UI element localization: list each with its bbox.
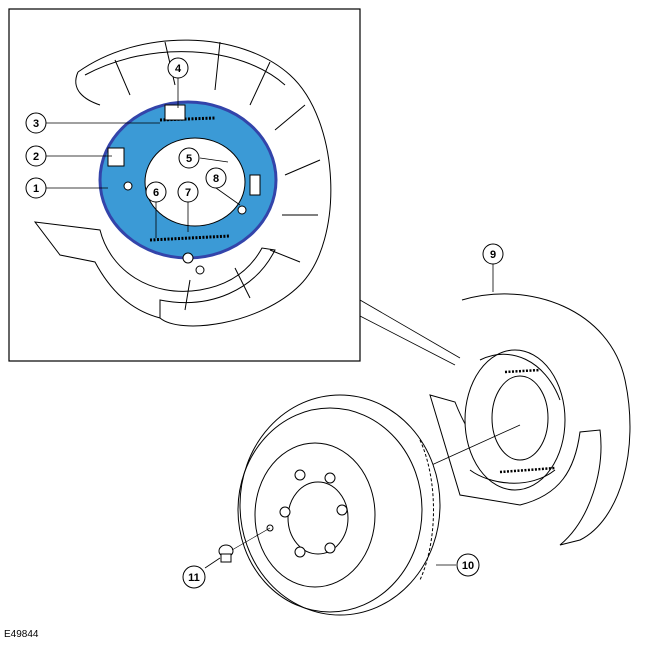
callout-4-label: 4 <box>175 63 182 75</box>
center-axis <box>424 424 521 469</box>
callout-6: 6 <box>145 181 167 203</box>
callout-7: 7 <box>177 181 199 203</box>
callout-7-label: 7 <box>185 187 191 199</box>
inset-connector-lines <box>359 299 461 366</box>
callout-3-label: 3 <box>33 118 39 130</box>
callout-1: 1 <box>25 177 47 199</box>
figure-id: E49844 <box>4 629 39 640</box>
callout-11-label: 11 <box>188 572 200 584</box>
callout-8-label: 8 <box>213 173 219 185</box>
retaining-screw <box>218 544 234 563</box>
callout-2: 2 <box>25 145 47 167</box>
callout-6-label: 6 <box>153 187 159 199</box>
callout-1-label: 1 <box>33 183 39 195</box>
callout-9: 9 <box>482 243 504 265</box>
callout-11: 11 <box>182 565 206 589</box>
callout-10-label: 10 <box>462 560 474 572</box>
inset-brake-shoes <box>98 100 278 275</box>
hub-opening <box>144 137 246 227</box>
screw-axis <box>231 527 271 551</box>
callout-5: 5 <box>178 147 200 169</box>
callout-5-label: 5 <box>186 153 192 165</box>
inset-leader-lines <box>46 78 241 238</box>
backing-plate-assembly <box>429 293 631 546</box>
callout-10: 10 <box>456 553 480 577</box>
callout-9-label: 9 <box>490 249 496 261</box>
callout-2-label: 2 <box>33 151 39 163</box>
callout-3: 3 <box>25 112 47 134</box>
brake-disc <box>237 394 441 616</box>
callout-4: 4 <box>167 57 189 79</box>
callout-8: 8 <box>205 167 227 189</box>
leader-11 <box>204 557 221 569</box>
